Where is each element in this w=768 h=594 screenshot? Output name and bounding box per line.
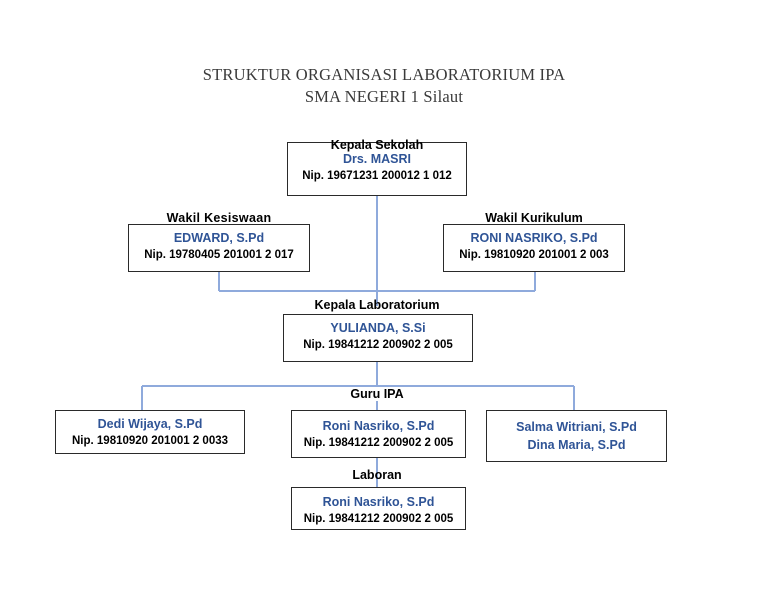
title-line-2: SMA NEGERI 1 Silaut bbox=[304, 87, 464, 106]
name-wakil-kurikulum: RONI NASRIKO, S.Pd bbox=[470, 231, 598, 245]
nip-kepala-laboratorium: Nip. 19841212 200902 2 005 bbox=[303, 339, 453, 351]
label-wakil-kesiswaan: Wakil Kesiswaan bbox=[166, 211, 272, 225]
nip-laboran: Nip. 19841212 200902 2 005 bbox=[303, 513, 454, 525]
box-laboran[interactable]: Roni Nasriko, S.Pd Nip. 19841212 200902 … bbox=[291, 487, 466, 530]
name-kepala-sekolah: Drs. MASRI bbox=[342, 152, 412, 166]
box-guru-1[interactable]: Dedi Wijaya, S.Pd Nip. 19810920 201001 2… bbox=[55, 410, 245, 454]
name-wakil-kesiswaan: EDWARD, S.Pd bbox=[173, 231, 265, 245]
name-laboran: Roni Nasriko, S.Pd bbox=[322, 495, 435, 509]
box-guru-2[interactable]: Roni Nasriko, S.Pd Nip. 19841212 200902 … bbox=[291, 410, 466, 458]
nip-guru-1: Nip. 19810920 201001 2 0033 bbox=[71, 435, 229, 447]
label-kepala-sekolah: Kepala Sekolah bbox=[330, 138, 424, 152]
box-kepala-sekolah[interactable]: Drs. MASRI Nip. 19671231 200012 1 012 bbox=[287, 142, 467, 196]
chart-title: STRUKTUR ORGANISASI LABORATORIUM IPA SMA… bbox=[0, 64, 768, 108]
box-wakil-kurikulum[interactable]: RONI NASRIKO, S.Pd Nip. 19810920 201001 … bbox=[443, 224, 625, 272]
box-guru-3[interactable]: Salma Witriani, S.Pd Dina Maria, S.Pd bbox=[486, 410, 667, 462]
name-guru-3-a: Salma Witriani, S.Pd bbox=[516, 420, 637, 434]
title-line-1: STRUKTUR ORGANISASI LABORATORIUM IPA bbox=[202, 65, 566, 84]
label-laboran: Laboran bbox=[352, 468, 402, 482]
name-guru-2: Roni Nasriko, S.Pd bbox=[322, 419, 435, 433]
nip-kepala-sekolah: Nip. 19671231 200012 1 012 bbox=[302, 170, 452, 182]
label-wakil-kurikulum: Wakil Kurikulum bbox=[485, 211, 583, 225]
label-kepala-laboratorium: Kepala Laboratorium bbox=[314, 298, 440, 312]
name-guru-1: Dedi Wijaya, S.Pd bbox=[97, 417, 203, 431]
box-kepala-laboratorium[interactable]: YULIANDA, S.Si Nip. 19841212 200902 2 00… bbox=[283, 314, 473, 362]
box-wakil-kesiswaan[interactable]: EDWARD, S.Pd Nip. 19780405 201001 2 017 bbox=[128, 224, 310, 272]
name-guru-3-b: Dina Maria, S.Pd bbox=[527, 438, 626, 452]
nip-guru-2: Nip. 19841212 200902 2 005 bbox=[303, 437, 454, 449]
nip-wakil-kesiswaan: Nip. 19780405 201001 2 017 bbox=[144, 249, 294, 261]
nip-wakil-kurikulum: Nip. 19810920 201001 2 003 bbox=[459, 249, 609, 261]
name-kepala-laboratorium: YULIANDA, S.Si bbox=[330, 321, 426, 335]
label-guru-ipa: Guru IPA bbox=[277, 387, 477, 401]
